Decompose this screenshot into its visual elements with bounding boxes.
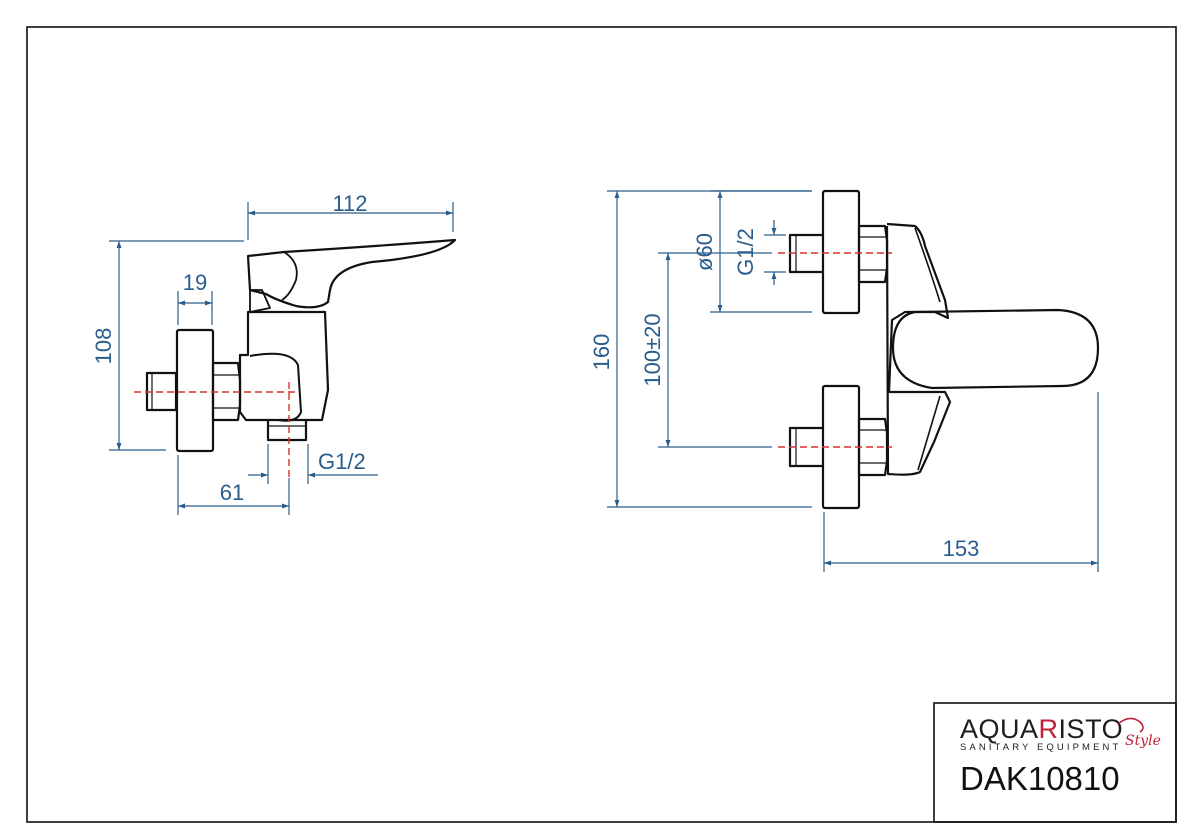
brand-accent: RISTO (1039, 714, 1124, 744)
side-lever (246, 238, 457, 309)
dim-side-height: 108 (91, 328, 116, 365)
side-view (145, 238, 457, 453)
dim-side-depth-bottom: 61 (220, 480, 244, 505)
front-body (885, 222, 952, 476)
brand-style: Style (1125, 733, 1161, 749)
front-dimensions (607, 190, 1099, 572)
brand-prefix: AQUA (960, 714, 1039, 744)
dim-front-width: 153 (943, 536, 980, 561)
brand-logo: AQUARISTO SANITARY EQUIPMENT Style (960, 714, 1161, 753)
front-lever (891, 308, 1100, 390)
front-upper-nut (857, 224, 889, 284)
side-dimension-labels: 112 19 108 G1/2 61 (91, 191, 368, 505)
drawing-frame (26, 26, 1177, 823)
side-flange (175, 328, 215, 453)
dim-side-width-top: 112 (332, 191, 367, 216)
side-body (238, 310, 330, 422)
title-block: AQUARISTO SANITARY EQUIPMENT Style DAK10… (933, 702, 1177, 823)
side-outlet-stub (266, 420, 308, 442)
brand-subtitle: SANITARY EQUIPMENT (960, 742, 1121, 753)
brand-swoosh-icon (1117, 717, 1144, 733)
dim-front-flange-diameter: ø60 (692, 233, 717, 271)
product-code: DAK10810 (960, 760, 1120, 797)
dim-side-depth-small: 19 (183, 270, 207, 295)
front-upper-flange (821, 189, 861, 315)
front-dimension-labels: 160 100±20 ø60 G1/2 153 (589, 228, 979, 561)
dim-front-centers: 100±20 (640, 313, 665, 386)
svg-text:AQUARISTO: AQUARISTO (960, 714, 1123, 744)
front-view (788, 189, 1100, 510)
dim-front-total-height: 160 (589, 334, 614, 371)
dim-side-connection: G1/2 (318, 449, 366, 474)
dim-front-connection: G1/2 (733, 228, 758, 276)
side-dimensions (109, 202, 454, 515)
